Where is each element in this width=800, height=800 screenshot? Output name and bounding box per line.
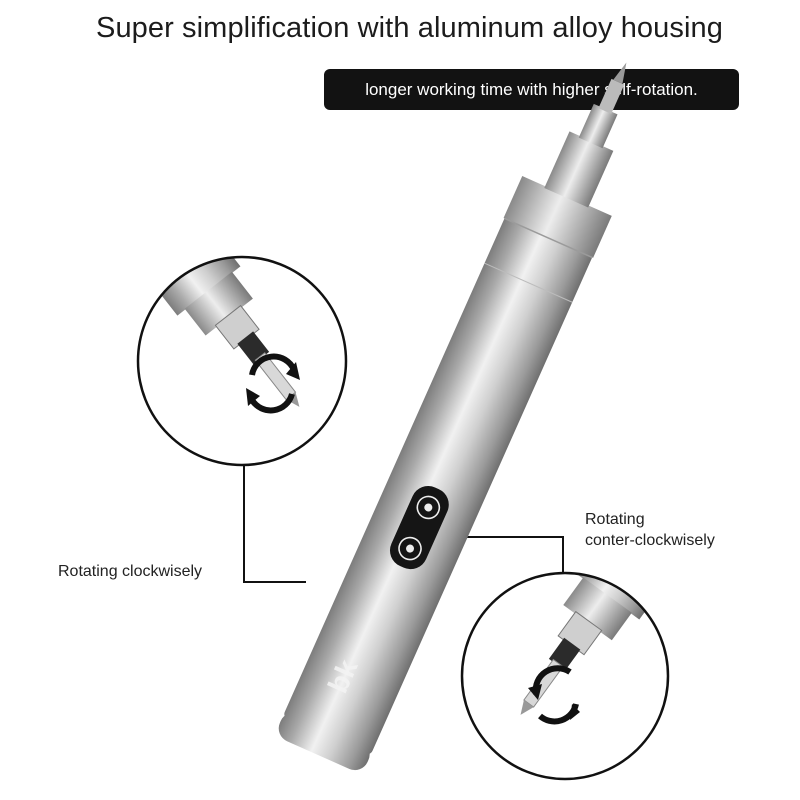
zoom-circle-clockwise — [136, 255, 348, 467]
tagline-badge: longer working time with higher self-rot… — [324, 69, 739, 110]
zoom-circle-counter-clockwise — [460, 571, 670, 781]
clockwise-button-icon — [416, 495, 441, 520]
label-ccw-line2: conter-clockwisely — [585, 532, 715, 549]
counter-clockwise-button-icon — [398, 536, 422, 561]
headline: Super simplification with aluminum alloy… — [96, 12, 723, 44]
clockwise-arrows-icon — [249, 353, 297, 414]
label-rotating-counter-clockwise: Rotating conter-clockwisely — [585, 509, 715, 551]
label-rotating-clockwise: Rotating clockwisely — [58, 563, 203, 580]
button-panel — [389, 485, 449, 570]
screwdriver-body: bk — [278, 62, 627, 771]
label-ccw-line1: Rotating — [585, 511, 645, 528]
